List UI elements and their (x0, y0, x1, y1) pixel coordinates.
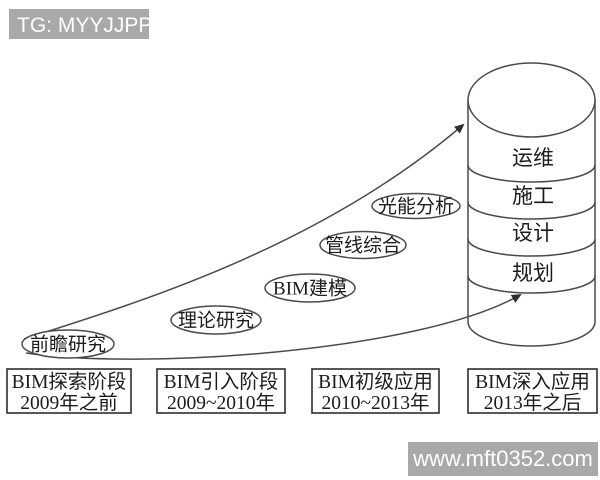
database-cylinder: 运维 施工 设计 规划 (467, 62, 596, 347)
stage-box (467, 368, 598, 414)
stage-box (311, 368, 440, 414)
cylinder-layer-label-shigong: 施工 (512, 184, 554, 208)
milestone-qianzhanyanjiu: 前瞻研究 (21, 329, 115, 359)
milestone-ellipse (21, 329, 115, 359)
cylinder-body (467, 100, 596, 347)
stage-title: BIM深入应用 (475, 371, 590, 393)
stage-box (6, 368, 132, 414)
cylinder-divider-arc-3 (467, 238, 596, 257)
cylinder-layer-label-yunwei: 运维 (512, 146, 554, 170)
stage-period: 2009~2010年 (167, 392, 275, 414)
watermark-top-left-text: TG: MYYJJPP (17, 14, 152, 37)
stage-title: BIM探索阶段 (12, 371, 127, 393)
cylinder-layer-label-sheji: 设计 (512, 221, 554, 245)
stage-period: 2013年之后 (484, 392, 582, 414)
milestone-ellipse (264, 273, 356, 303)
milestone-ellipse (319, 230, 407, 260)
milestone-label: 前瞻研究 (30, 334, 106, 356)
stage-title: BIM引入阶段 (164, 371, 279, 393)
cylinder-top-ellipse (467, 62, 596, 138)
stage-period: 2010~2013年 (321, 392, 429, 414)
milestone-guanxianzonghe: 管线综合 (319, 230, 407, 260)
stage-period: 2009年之前 (20, 392, 118, 414)
watermark-top-left: TG: MYYJJPP (9, 9, 152, 39)
milestone-ellipse (371, 192, 461, 220)
watermark-bottom-right-text: www.mft0352.com (412, 446, 593, 471)
milestone-label: 理论研究 (178, 310, 254, 332)
milestone-bim-jianmo: BIM建模 (264, 273, 356, 303)
milestone-label: 光能分析 (378, 196, 454, 218)
stage-box-introduction: BIM引入阶段 2009~2010年 (156, 368, 286, 414)
cylinder-divider-arc-2 (467, 201, 596, 220)
cylinder-layer-label-guihua: 规划 (512, 261, 554, 285)
stage-box-primary-application: BIM初级应用 2010~2013年 (311, 368, 440, 414)
milestone-label: BIM建模 (273, 278, 347, 300)
stage-box-exploration: BIM探索阶段 2009年之前 (6, 368, 132, 414)
cylinder-divider-arc-4 (467, 275, 596, 294)
stage-box-deep-application: BIM深入应用 2013年之后 (467, 368, 598, 414)
watermark-bottom-right-bg (408, 442, 598, 476)
stage-title: BIM初级应用 (318, 371, 433, 393)
milestone-guangnengfenxi: 光能分析 (371, 192, 461, 220)
milestone-ellipse (170, 305, 262, 335)
milestone-lilunyanjiu: 理论研究 (170, 305, 262, 335)
milestone-label: 管线综合 (325, 235, 401, 257)
stage-box (156, 368, 286, 414)
watermark-bottom-right: www.mft0352.com (408, 442, 598, 476)
watermark-top-left-bg (9, 9, 149, 39)
growth-curve-upper-arrow (23, 123, 465, 340)
cylinder-divider-arc-1 (467, 164, 596, 183)
